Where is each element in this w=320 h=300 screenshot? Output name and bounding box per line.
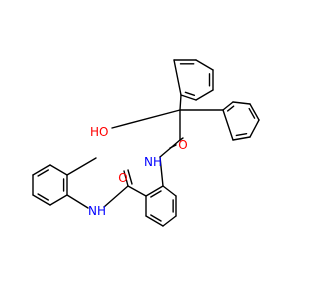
bond-quaternary-to-hydroxyl	[111, 109, 181, 129]
benzene-core-double-bond	[150, 214, 162, 222]
phenyl-top-left-double-bond	[184, 91, 196, 97]
atom-label-carbonyl-oxygen-top: O	[178, 138, 187, 152]
bond-carbonyl-left-double	[127, 169, 133, 185]
phenyl-top-left-bond	[173, 59, 182, 96]
benzene-core-bond	[162, 185, 177, 197]
bond-core-to-carbonyl-left	[127, 185, 147, 197]
benzene-core-double-bond	[150, 190, 162, 198]
tolyl-ring-double-bond	[37, 169, 49, 177]
bond-nh-left-to-tolyl	[66, 194, 89, 209]
bond-carbonyl-to-nh-top	[159, 139, 181, 158]
structure-svg: HO O NH O NH	[32, 59, 260, 227]
phenyl-top-right-double-bond	[248, 107, 256, 119]
bond-quaternary-to-phenyl-top	[179, 94, 182, 111]
phenyl-top-right-double-bond	[226, 105, 235, 112]
bond-carbonyl-left-to-nh	[103, 185, 129, 208]
phenyl-top-right-bond	[232, 136, 251, 141]
tolyl-ring-bond	[49, 164, 68, 176]
phenyl-top-right-bond	[249, 103, 260, 121]
phenyl-top-left-bond	[195, 89, 214, 101]
bond-layer	[32, 59, 260, 227]
bond-carbonyl-left	[123, 170, 129, 187]
atom-label-carbonyl-oxygen-left: O	[118, 171, 127, 185]
phenyl-top-right-bond	[222, 109, 234, 141]
atom-label-hydroxyl: HO	[90, 125, 108, 139]
phenyl-top-right-double-bond	[235, 132, 248, 137]
tolyl-ring-bond	[32, 194, 51, 206]
phenyl-top-right-bond	[222, 101, 234, 111]
tolyl-ring-bond	[49, 194, 68, 206]
bond-methyl	[66, 157, 97, 176]
phenyl-top-right-bond	[249, 119, 260, 138]
benzene-core-bond	[162, 215, 177, 227]
phenyl-top-right-bond	[232, 101, 251, 105]
phenyl-top-left-bond	[180, 94, 197, 101]
atom-label-amide-nh-left: NH	[88, 204, 106, 218]
benzene-core-bond	[145, 215, 164, 227]
tolyl-ring-double-bond	[37, 193, 49, 201]
phenyl-top-left-bond	[195, 59, 214, 71]
molecule-diagram: HO O NH O NH	[32, 59, 260, 227]
benzene-core-bond	[145, 185, 164, 197]
atom-label-amide-nh-top: NH	[144, 155, 162, 169]
tolyl-ring-bond	[32, 164, 51, 176]
bond-nh-top-to-core	[159, 156, 164, 187]
